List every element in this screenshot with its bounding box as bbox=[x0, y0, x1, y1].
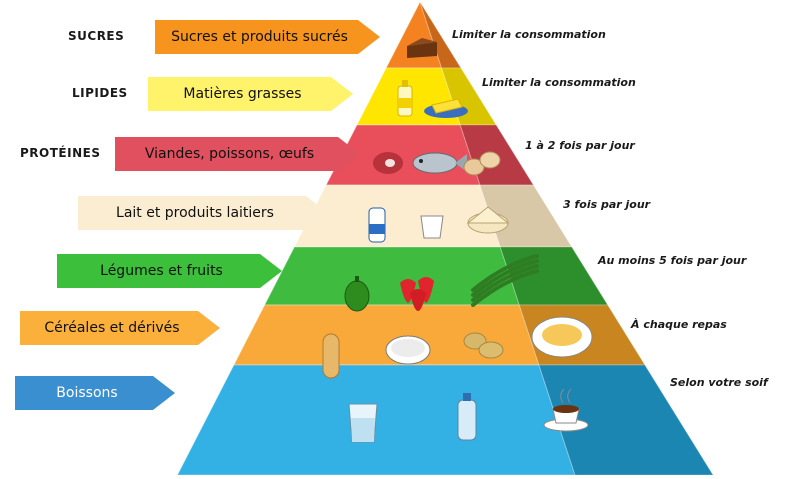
nutrient-label-2: LIPIDES bbox=[72, 86, 128, 100]
pasta-icon bbox=[531, 316, 593, 358]
potatoes-icon bbox=[463, 332, 504, 359]
frequency-label-4: 3 fois par jour bbox=[563, 198, 651, 211]
frequency-label-2: Limiter la consommation bbox=[482, 76, 636, 89]
pepper-icon bbox=[344, 276, 370, 312]
nutrient-label-3: PROTÉINES bbox=[20, 146, 101, 160]
coffee-cup-icon bbox=[543, 388, 589, 432]
bread-icon bbox=[322, 333, 340, 379]
nutrient-label-1: SUCRES bbox=[68, 29, 125, 43]
rice-icon bbox=[385, 335, 431, 365]
frequency-label-3: 1 à 2 fois par jour bbox=[525, 139, 635, 152]
yogurt-icon bbox=[420, 215, 444, 239]
oil-bottle-icon bbox=[397, 80, 413, 117]
cheese-icon bbox=[466, 206, 510, 234]
tier-tag-7: Boissons bbox=[15, 376, 175, 410]
frequency-label-7: Selon votre soif bbox=[670, 376, 768, 389]
green-beans-icon bbox=[471, 254, 539, 307]
strawberries-icon bbox=[400, 277, 434, 311]
frequency-label-1: Limiter la consommation bbox=[452, 28, 606, 41]
water-bottle-icon bbox=[457, 393, 477, 441]
water-glass-icon bbox=[348, 403, 378, 443]
pyramid-tier-front-4 bbox=[293, 184, 501, 248]
tier-tag-1: Sucres et produits sucrés bbox=[155, 20, 380, 54]
tier-tag-4: Lait et produits laitiers bbox=[78, 196, 328, 230]
frequency-label-5: Au moins 5 fois par jour bbox=[598, 254, 747, 267]
chocolate-cake-icon bbox=[407, 38, 437, 58]
butter-icon bbox=[424, 98, 468, 118]
eggs-icon bbox=[463, 151, 501, 176]
frequency-label-6: À chaque repas bbox=[631, 318, 727, 331]
tier-tag-6: Céréales et dérivés bbox=[20, 311, 220, 345]
pyramid-tier-side-7 bbox=[538, 364, 714, 476]
milk-bottle-icon bbox=[368, 207, 386, 243]
tier-tag-5: Légumes et fruits bbox=[57, 254, 282, 288]
tier-tag-3: Viandes, poissons, œufs bbox=[115, 137, 360, 171]
meat-icon bbox=[373, 152, 403, 174]
tier-tag-2: Matières grasses bbox=[148, 77, 353, 111]
